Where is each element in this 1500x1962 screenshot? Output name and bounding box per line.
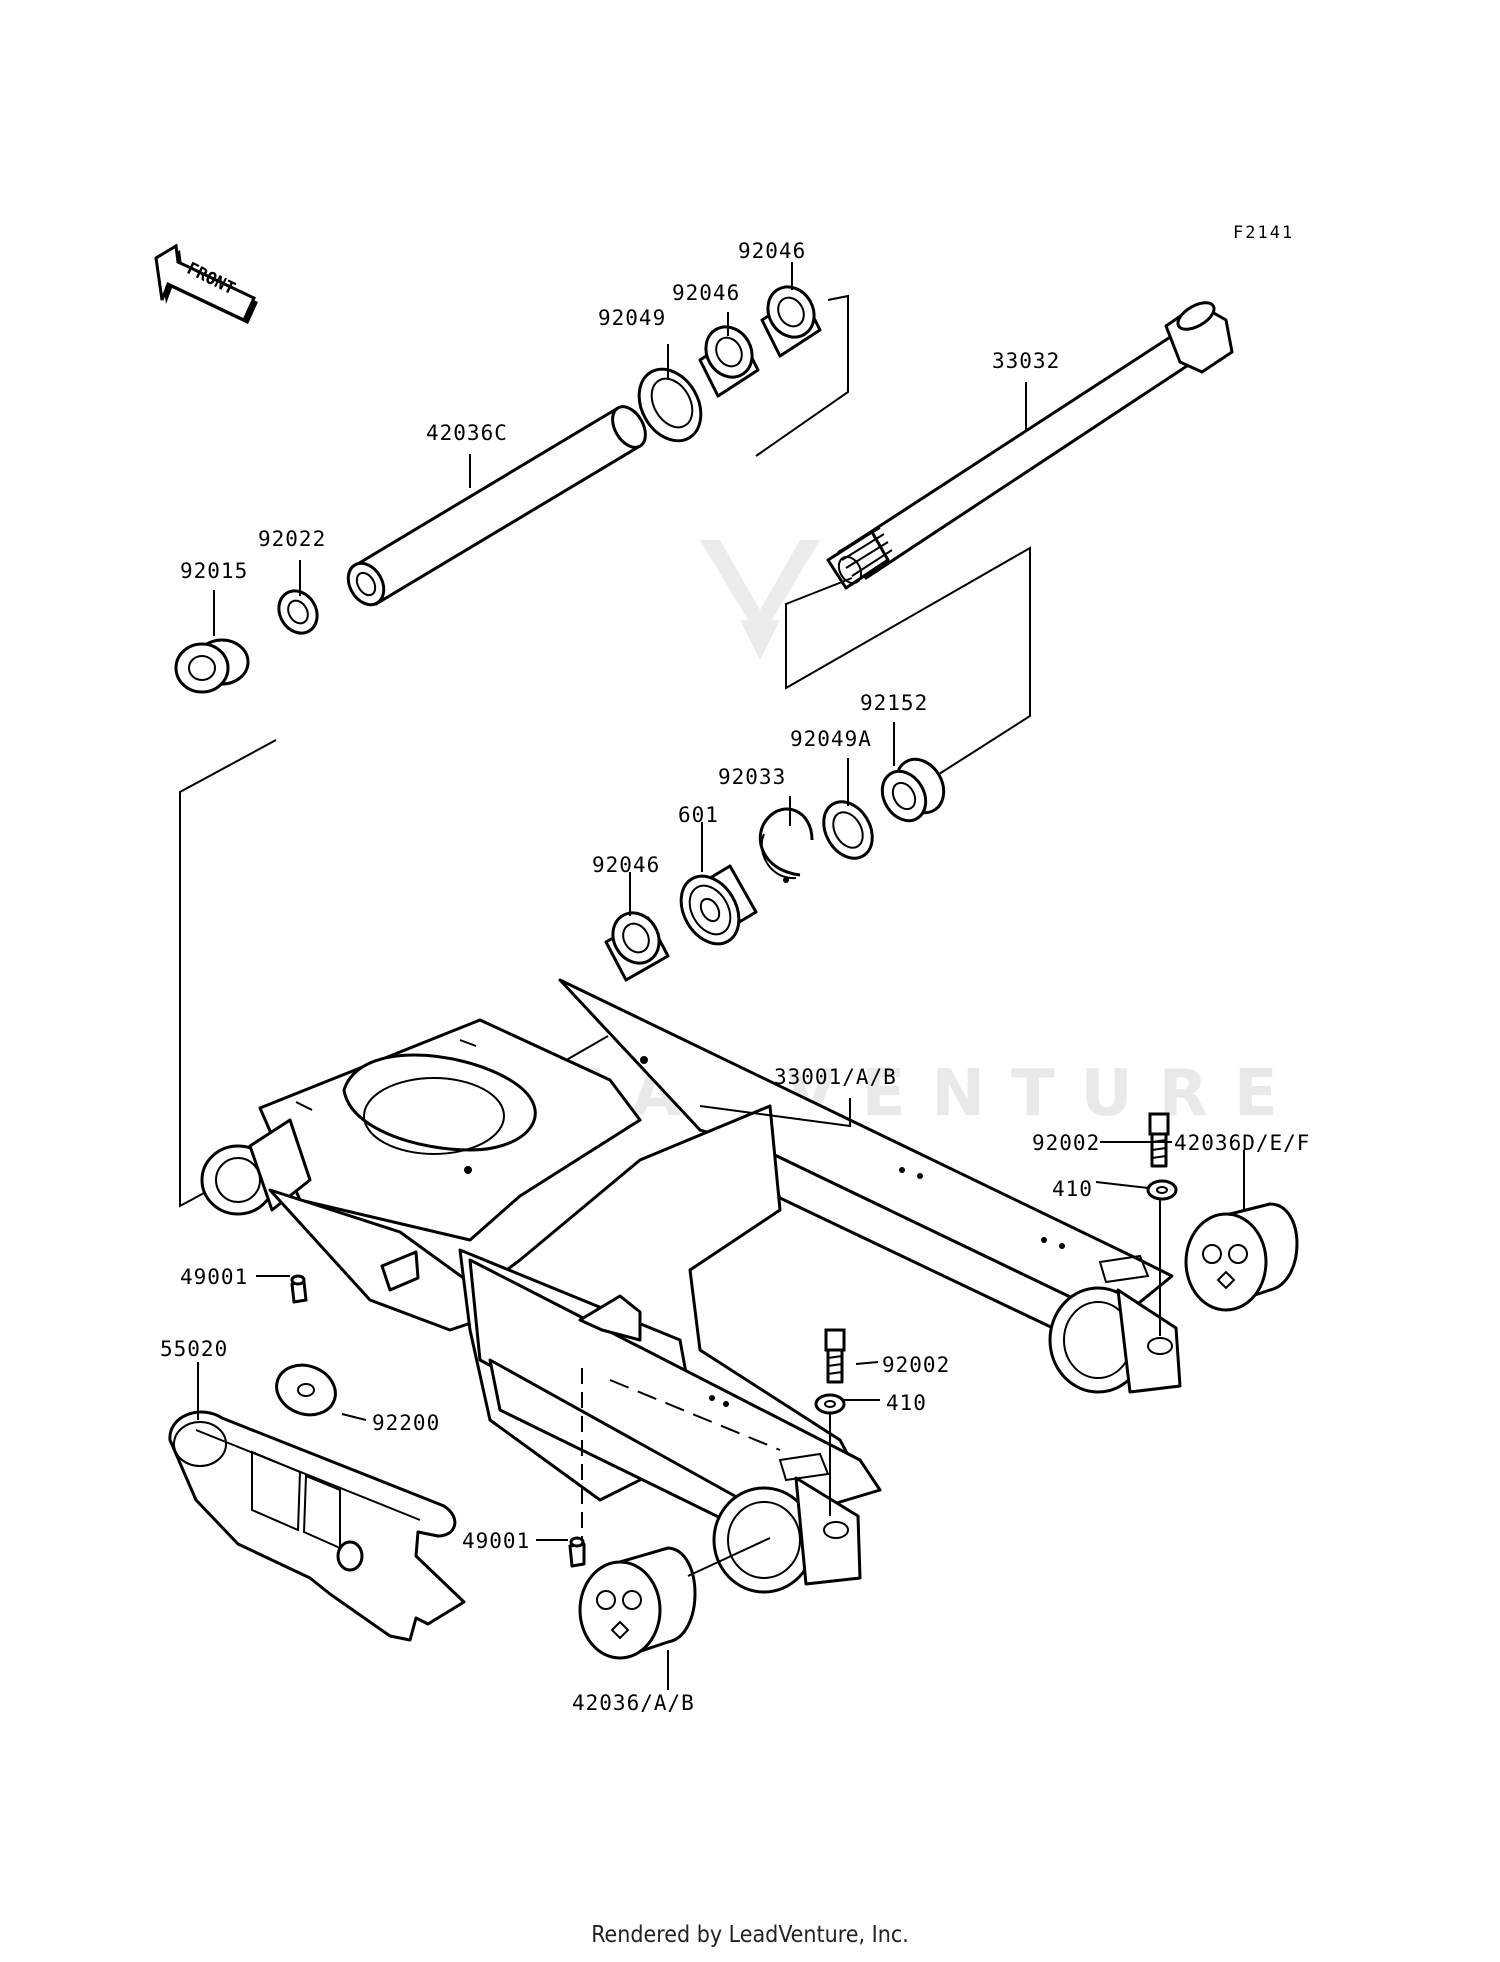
part-92002-bolt-right (1148, 1112, 1170, 1168)
part-92022-washer (277, 589, 319, 635)
part-42036def-bushing (1184, 1202, 1299, 1312)
label-33032: 33032 (992, 349, 1060, 373)
label-92049: 92049 (598, 306, 666, 330)
label-92002-right: 92002 (1032, 1131, 1100, 1155)
bracket-92046 (755, 294, 849, 457)
label-92046-top: 92046 (738, 239, 806, 263)
part-92046-bearing-top (760, 285, 822, 358)
leader-42036ab-to-arm (687, 1537, 771, 1577)
label-55020: 55020 (160, 1337, 228, 1361)
label-42036ab: 42036/A/B (572, 1691, 695, 1715)
label-42036c: 42036C (426, 421, 508, 445)
part-601-ball-bearing (679, 864, 758, 946)
part-49001-nipple-bottom (568, 1536, 586, 1568)
label-92046-low: 92046 (592, 853, 660, 877)
part-92033-circlip (758, 807, 814, 883)
part-42036c-sleeve (346, 405, 647, 607)
label-92049a: 92049A (790, 727, 872, 751)
label-92022: 92022 (258, 527, 326, 551)
part-42036ab-bushing (578, 1546, 697, 1660)
part-92046-bearing-mid (698, 325, 760, 398)
label-92002-center: 92002 (882, 1353, 950, 1377)
label-92015: 92015 (180, 559, 248, 583)
part-92049a-seal (822, 800, 874, 860)
leader-33001 (699, 1098, 851, 1128)
label-92200: 92200 (372, 1411, 440, 1435)
label-49001-left: 49001 (180, 1265, 248, 1289)
footer-credit: Rendered by LeadVenture, Inc. (591, 1922, 909, 1948)
label-33001: 33001/A/B (774, 1065, 897, 1089)
part-labels: 92046 92046 92049 42036C 33032 92022 920… (160, 239, 1310, 1715)
part-92046-bearing-low (604, 911, 670, 982)
label-49001-bottom: 49001 (462, 1529, 530, 1553)
part-49001-nipple-left (290, 1274, 308, 1304)
part-92200-washer (275, 1363, 337, 1417)
label-92033: 92033 (718, 765, 786, 789)
part-33032-pivot-shaft (826, 301, 1234, 590)
part-55020-chain-guard (168, 1410, 466, 1642)
label-92046-mid: 92046 (672, 281, 740, 305)
part-92015-collar (174, 638, 250, 694)
part-92152-collar (880, 757, 946, 823)
label-601: 601 (678, 803, 719, 827)
bracket-33032 (785, 546, 1031, 777)
part-92049-seal (637, 367, 703, 443)
front-arrow-icon: FRONT (154, 243, 258, 324)
label-410-right: 410 (1052, 1177, 1093, 1201)
figure-code: F2141 (1233, 223, 1294, 243)
label-410-center: 410 (886, 1391, 927, 1415)
label-92152: 92152 (860, 691, 928, 715)
leader-lines (197, 262, 1245, 1690)
part-410-washer-center (814, 1393, 846, 1415)
bracket-left (179, 739, 277, 1208)
part-410-washer-right (1146, 1179, 1178, 1201)
part-33001-swingarm (200, 978, 1182, 1594)
part-92002-bolt-center (824, 1328, 846, 1384)
label-42036def: 42036D/E/F (1174, 1131, 1310, 1155)
